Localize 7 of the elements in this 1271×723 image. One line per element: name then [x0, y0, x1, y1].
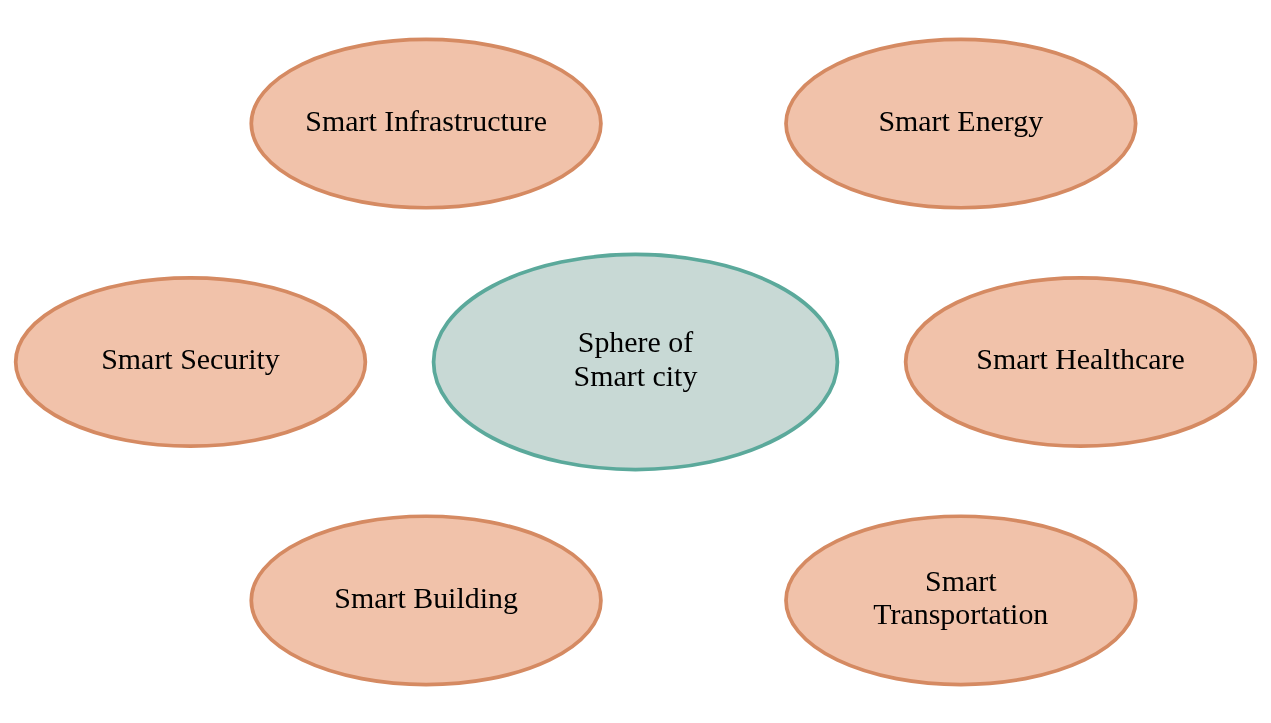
node-ellipse: Smart Healthcare — [903, 275, 1258, 448]
node-ellipse: Smart Transportation — [784, 513, 1138, 686]
node-ellipse: Smart Security — [13, 275, 368, 448]
node-ellipse: Sphere of Smart city — [431, 252, 840, 471]
node-ellipse: Smart Building — [249, 513, 603, 686]
node-ellipse: Smart Infrastructure — [249, 37, 603, 210]
node-ellipse: Smart Energy — [784, 37, 1138, 210]
